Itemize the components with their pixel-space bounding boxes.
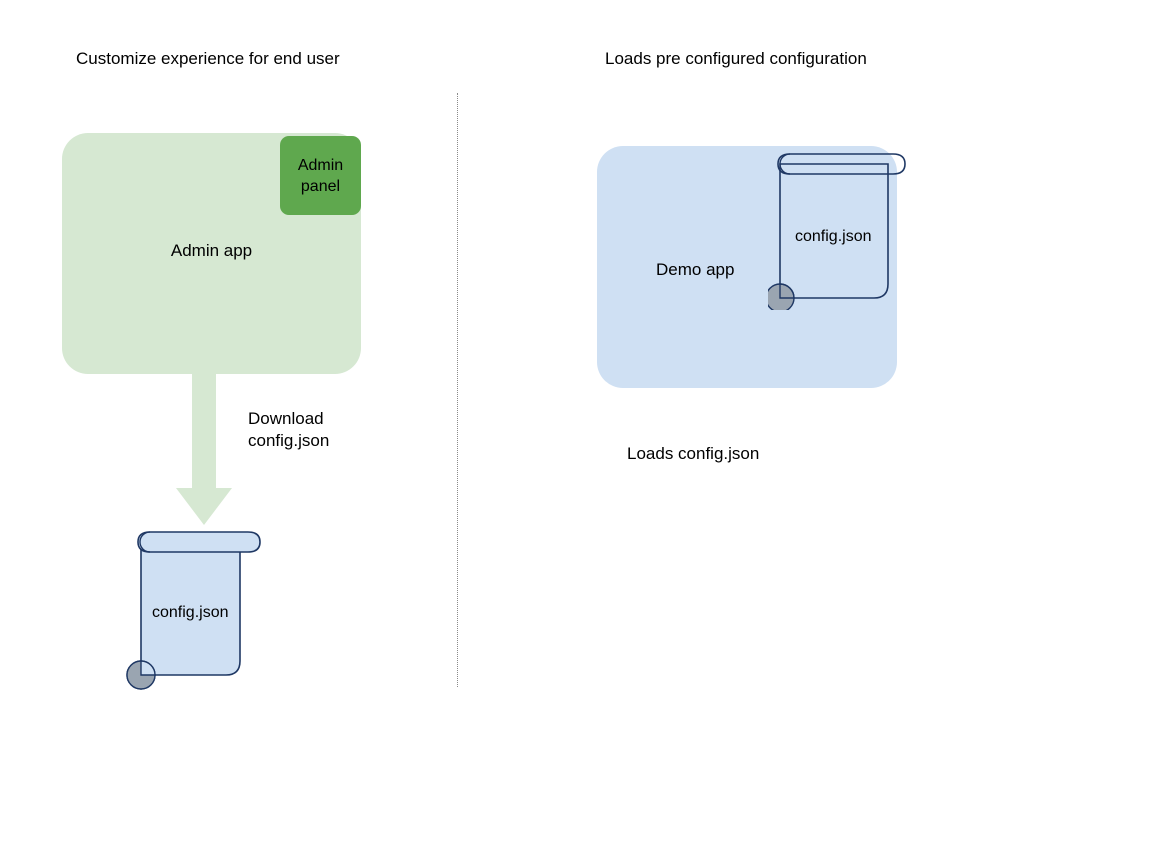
download-arrow-label-line1: Download: [248, 409, 324, 428]
loads-config-caption: Loads config.json: [627, 444, 760, 463]
download-arrow-icon: [176, 372, 232, 525]
config-json-label-left: config.json: [152, 604, 229, 621]
config-json-document-left: [126, 531, 261, 690]
admin-panel-label-line1: Admin: [297, 156, 344, 174]
left-panel-title: Customize experience for end user: [76, 49, 340, 68]
admin-panel-label-line2: panel: [300, 177, 341, 195]
admin-panel-badge[interactable]: Admin panel: [280, 136, 361, 215]
config-json-label-right: config.json: [795, 228, 872, 245]
panel-divider: [457, 93, 458, 687]
demo-app-label: Demo app: [656, 260, 735, 279]
admin-panel-label: Admin panel: [298, 155, 343, 197]
demo-app-box: [597, 146, 897, 388]
admin-app-label: Admin app: [170, 241, 253, 260]
download-arrow-label: Download config.json: [248, 408, 329, 452]
right-panel-title: Loads pre configured configuration: [605, 49, 867, 68]
download-arrow-label-line2: config.json: [248, 431, 330, 450]
config-json-document-right: [768, 153, 906, 310]
